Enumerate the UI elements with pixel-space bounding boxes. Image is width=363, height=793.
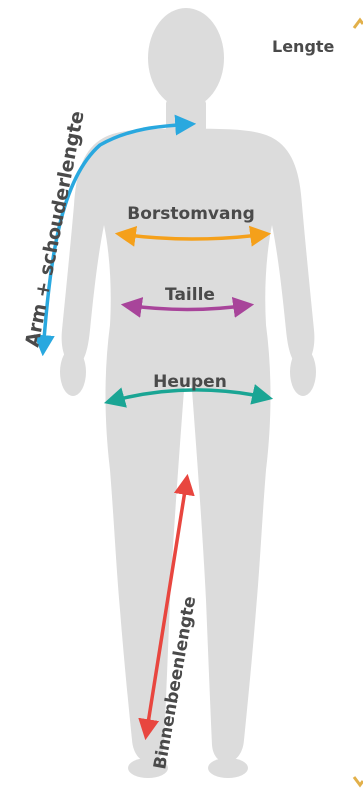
length-arrow-bottom — [354, 777, 363, 785]
length-label: Lengte — [272, 37, 335, 56]
left-hand-shape — [60, 348, 86, 396]
head-shape — [148, 8, 224, 108]
length-arrow-top — [354, 20, 363, 28]
right-foot-shape — [208, 758, 248, 778]
right-hand-shape — [290, 348, 316, 396]
hips-label: Heupen — [153, 372, 227, 392]
chest-label: Borstomvang — [127, 204, 254, 224]
waist-label: Taille — [165, 285, 215, 305]
